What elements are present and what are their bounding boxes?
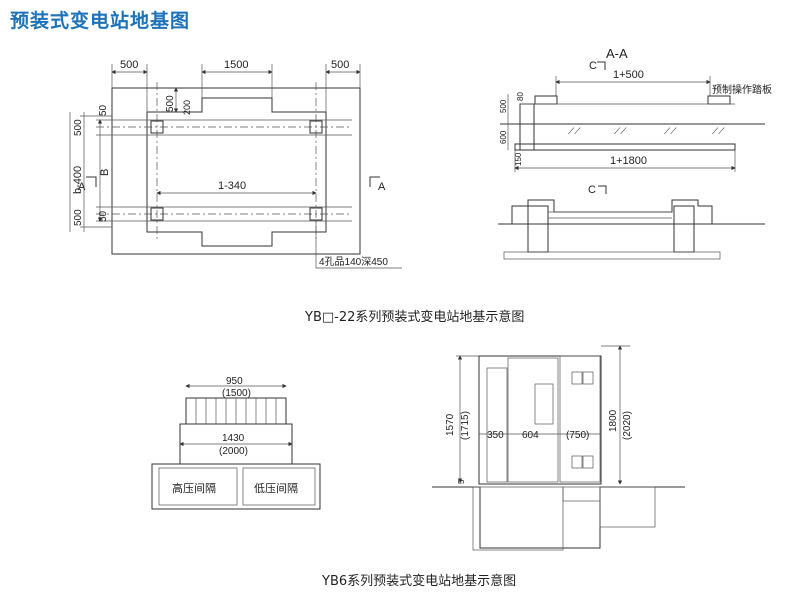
dim-2020: (2020) [622,411,633,440]
dim-1800: 1800 [608,409,619,432]
svg-text:⟋⟋: ⟋⟋ [664,126,677,136]
diagram2-caption: YB6系列预装式变电站地基示意图 [322,574,517,589]
dim-2000: (2000) [219,446,248,457]
dim-1-1800: 1+1800 [610,155,647,167]
dim-left-b400: b-400 [72,166,84,194]
dim-750: (750) [566,430,589,441]
plate-note: 预制操作踏板 [712,83,772,96]
dim-1-500: 1+500 [613,69,644,81]
svg-text:⟋⟋: ⟋⟋ [614,126,627,136]
dim-left-50-bot: 50 [98,210,109,222]
plan-view: 500 1500 500 500 200 50 500 b-400 B 500 … [69,59,402,269]
dim-v600: 600 [499,130,508,144]
yb6-elevation: 350 604 (750) 1570 (1715) 5 1800 (2020) [432,345,685,551]
dim-left-500-top: 500 [73,119,84,136]
bolt-hole [150,207,164,221]
bolt-hole [150,120,164,134]
svg-text:⟋⟋: ⟋⟋ [712,126,725,136]
section-c-bottom: C [588,184,596,196]
dim-left-500-bot: 500 [73,209,84,226]
dim-1570: 1570 [445,413,456,436]
hv-compartment-label: 高压间隔 [172,481,216,495]
dim-1430: 1430 [222,433,245,444]
dim-v500: 500 [499,99,508,113]
dim-1-340: 1-340 [218,180,246,192]
outer-foundation-outline [111,87,361,255]
dim-1500: (1500) [222,388,251,399]
dim-1715: (1715) [460,411,471,440]
diagram1-caption: YB□-22系列预装式变电站地基示意图 [305,310,525,325]
dim-top-left: 500 [120,59,138,71]
section-aa: A-A C 1+500 预制操作踏板 ⟋⟋ ⟋⟋ ⟋⟋ ⟋⟋ 80 500 60… [498,46,772,260]
holes-note: 4孔品140深450 [319,256,388,268]
dim-left-b: B [99,169,111,176]
dim-left-50-top: 50 [98,104,109,116]
section-aa-title: A-A [606,46,628,61]
dim-5: 5 [457,479,466,484]
section-c-top: C [589,60,597,72]
dim-350: 350 [487,430,504,441]
svg-text:⟋⟋: ⟋⟋ [568,126,581,136]
dim-inner-200: 200 [182,100,192,115]
dim-inner-500: 500 [165,95,176,112]
dim-v150: 150 [514,152,523,166]
dim-top-right: 500 [331,59,349,71]
page-title: 预装式变电站地基图 [10,10,191,32]
dim-top-mid: 1500 [224,59,248,71]
dim-604: 604 [522,430,539,441]
section-mark-a-left: A [78,181,86,193]
dim-v80: 80 [516,92,525,101]
yb6-plan: 950 (1500) 1430 (2000) 高压间隔 低压间隔 [151,376,321,510]
lv-compartment-label: 低压间隔 [254,482,298,495]
section-mark-a-right: A [378,181,386,193]
bolt-hole [309,120,323,134]
dim-950: 950 [226,376,243,387]
